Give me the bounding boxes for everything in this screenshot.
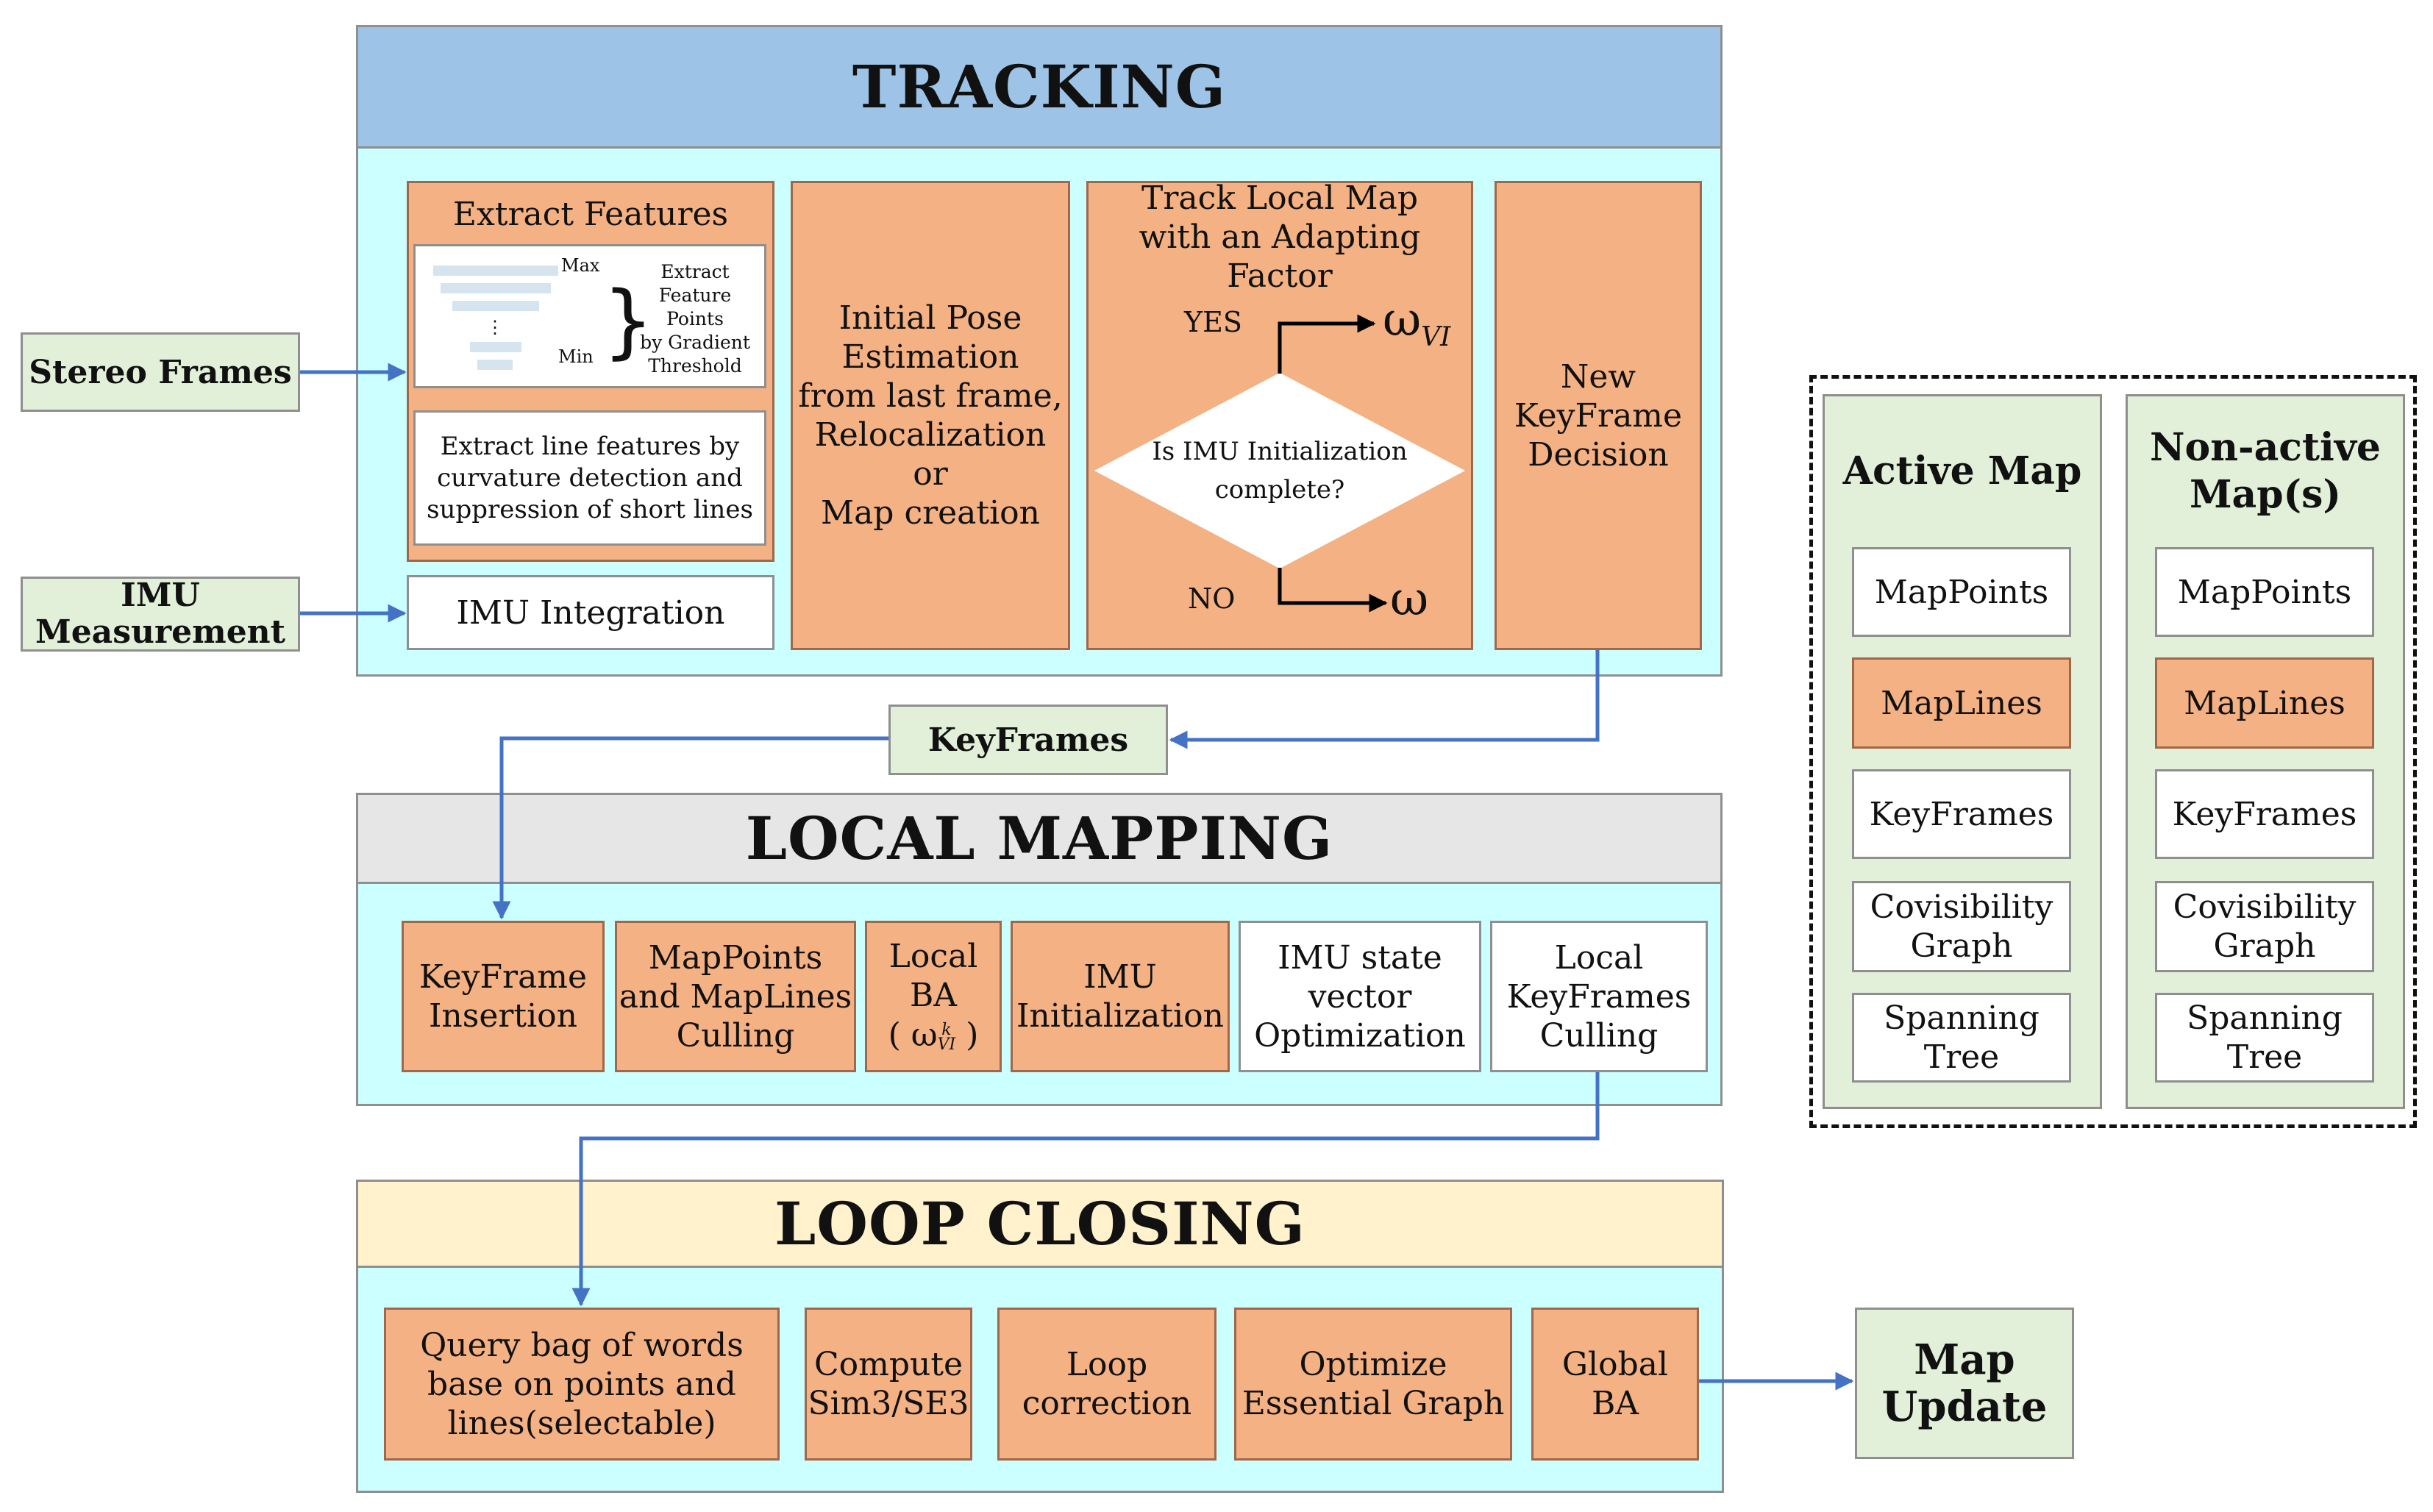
extract-features-title: Extract Features: [452, 195, 729, 233]
stereo-frames-box: Stereo Frames: [21, 332, 300, 412]
feature-points-note: Extract Feature Points by Gradient Thres…: [640, 261, 750, 377]
new-keyframe-decision-box: New KeyFrame Decision: [1495, 181, 1702, 650]
line-features-note: Extract line features by curvature detec…: [427, 431, 753, 524]
active-map-panel: [1823, 394, 2102, 1109]
line-features-panel: Extract line features by curvature detec…: [413, 410, 766, 546]
tracking-header: TRACKING: [356, 25, 1723, 149]
nonactive-map-covisibility-graph: Covisibility Graph: [2155, 881, 2374, 972]
nonactive-map-keyframes: KeyFrames: [2155, 769, 2374, 859]
query-bag-of-words-box: Query bag of words base on points and li…: [384, 1308, 780, 1461]
active-map-mappoints: MapPoints: [1852, 547, 2071, 637]
optimize-essential-graph-box: Optimize Essential Graph: [1234, 1308, 1512, 1461]
active-map-title: Active Map: [1842, 449, 2082, 493]
initial-pose-box: Initial Pose Estimation from last frame,…: [791, 181, 1070, 650]
omega-symbol: ω: [911, 1016, 938, 1054]
loop-closing-header: LOOP CLOSING: [356, 1180, 1724, 1268]
pyramid-level: [452, 301, 539, 311]
no-branch-arrow: [1278, 568, 1388, 613]
imu-initialization-box: IMU Initialization: [1011, 921, 1230, 1072]
omega-vi-output: ωVI: [1383, 294, 1450, 353]
active-map-covisibility-graph: Covisibility Graph: [1852, 881, 2071, 972]
omega-subscript: VI: [937, 1035, 956, 1054]
pyramid-level: [433, 265, 558, 276]
decision-text: Is IMU Initialization complete?: [1152, 437, 1408, 504]
imu-integration-box: IMU Integration: [407, 575, 774, 650]
global-ba-box: Global BA: [1531, 1308, 1699, 1461]
nonactive-map-spanning-tree: Spanning Tree: [2155, 993, 2374, 1083]
pyramid-dots: ⋮: [486, 317, 504, 338]
active-map-spanning-tree: Spanning Tree: [1852, 993, 2071, 1083]
atlas-container: [1809, 375, 2417, 1128]
nonactive-map-title: Non-active Map(s): [2149, 425, 2382, 517]
omega-symbol: ω: [1383, 293, 1422, 347]
keyframes-label-box: KeyFrames: [888, 705, 1168, 775]
omega-output: ω: [1390, 574, 1428, 625]
yes-label: YES: [1184, 306, 1242, 338]
local-keyframes-culling-box: Local KeyFrames Culling: [1490, 921, 1708, 1072]
imu-measurement-box: IMU Measurement: [21, 577, 300, 652]
keyframe-decision-arrow: [1169, 650, 1600, 749]
keyframes-to-insertion-arrow: [492, 736, 888, 920]
local-ba-label: Local BA: [888, 938, 978, 1014]
nonactive-map-maplines: MapLines: [2155, 657, 2374, 749]
loop-correction-box: Loop correction: [997, 1308, 1216, 1461]
active-map-keyframes: KeyFrames: [1852, 769, 2071, 859]
imu-state-optimization-box: IMU state vector Optimization: [1239, 921, 1481, 1072]
pyramid-level: [441, 283, 551, 293]
omega-vi-subscript: VI: [1421, 322, 1451, 352]
feature-points-panel: ⋮ Max Min } Extract Feature Points by Gr…: [413, 244, 766, 388]
keyframe-insertion-box: KeyFrame Insertion: [402, 921, 605, 1072]
pyramid-level: [470, 342, 521, 352]
pyramid-max-label: Max: [561, 255, 600, 276]
omega-symbol: ω: [1390, 572, 1429, 627]
no-label: NO: [1188, 582, 1236, 615]
paren-close: ): [966, 1016, 979, 1054]
mappoints-maplines-culling-box: MapPoints and MapLines Culling: [615, 921, 856, 1072]
yes-branch-arrow: [1278, 314, 1376, 374]
pyramid-min-label: Min: [558, 346, 594, 367]
omega-superscript: k: [941, 1020, 952, 1039]
nonactive-map-mappoints: MapPoints: [2155, 547, 2374, 637]
paren-open: (: [888, 1016, 901, 1054]
active-map-maplines: MapLines: [1852, 657, 2071, 749]
pyramid-level: [477, 360, 513, 370]
compute-sim3-box: Compute Sim3/SE3: [805, 1308, 972, 1461]
map-update-box: Map Update: [1855, 1308, 2074, 1459]
local-mapping-header: LOCAL MAPPING: [356, 793, 1723, 884]
nonactive-map-panel: [2126, 394, 2405, 1109]
brace-icon: }: [602, 274, 654, 368]
culling-to-loop-closing-arrow: [571, 1072, 1600, 1307]
